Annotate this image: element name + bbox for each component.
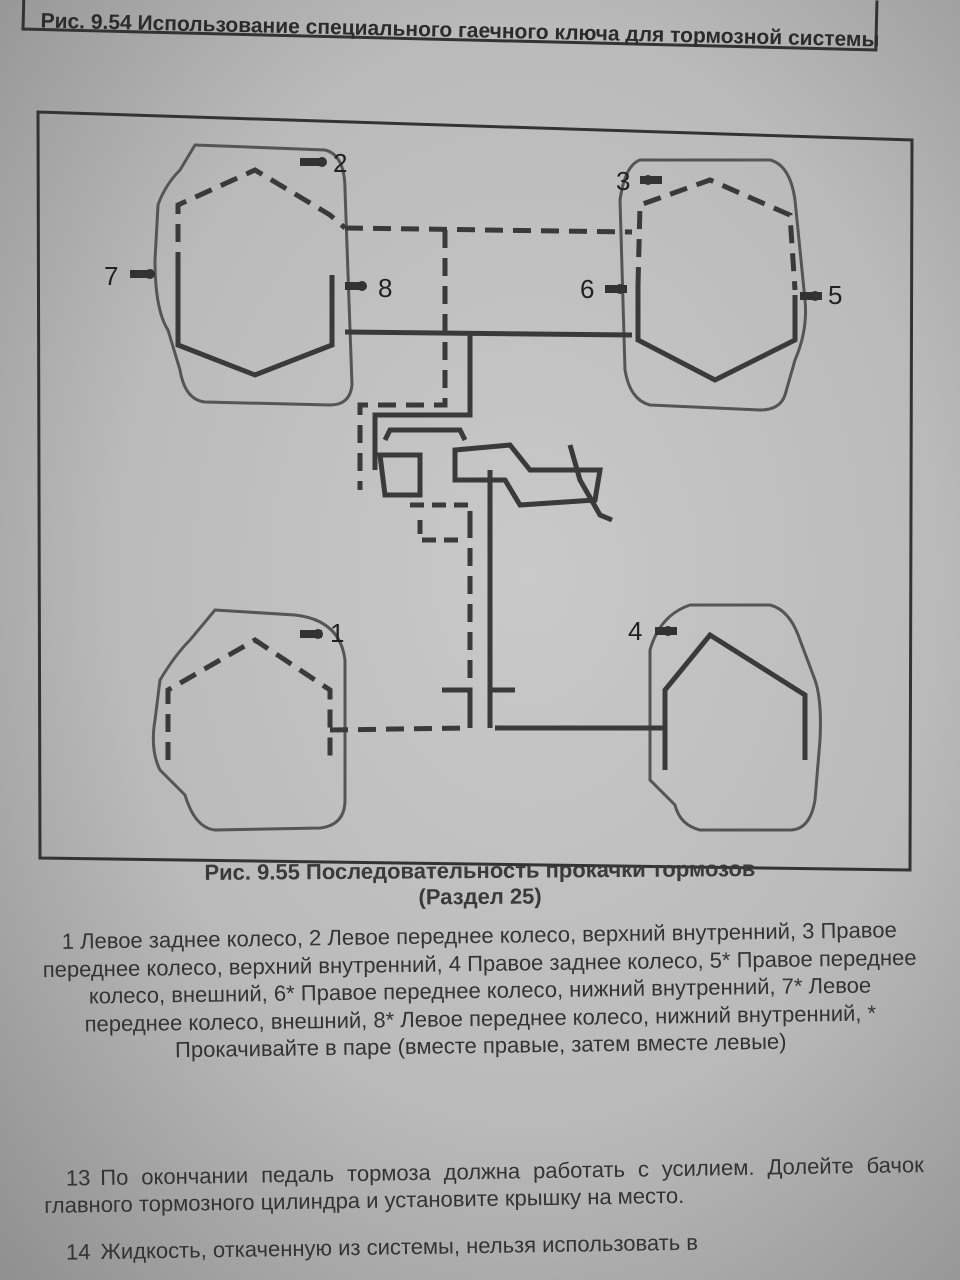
bleed-point-label-1: 1 [330,618,344,648]
paragraph-number: 14 [65,1239,91,1265]
bleed-point-label-8: 8 [378,273,392,303]
rear-right-wheel-outline [648,603,822,832]
figure-legend: 1 Левое заднее колесо, 2 Левое переднее … [42,917,917,1063]
bleed-point-label-2: 2 [333,148,347,178]
front-left-wheel-outline [153,143,354,407]
diagram-frame [36,110,914,872]
front-right-wheel-outline [618,158,807,412]
bleed-point-label-7: 7 [104,261,118,291]
bleed-point-label-5: 5 [828,280,842,310]
paragraph-number: 13 [65,1165,91,1191]
rear-left-wheel-outline [151,608,347,832]
bleed-point-label-6: 6 [580,274,594,304]
bleed-point-label-4: 4 [628,616,642,646]
bleed-point-label-3: 3 [616,166,630,196]
figure-955-caption: Рис. 9.55 Последовательность прокачки то… [60,855,900,913]
